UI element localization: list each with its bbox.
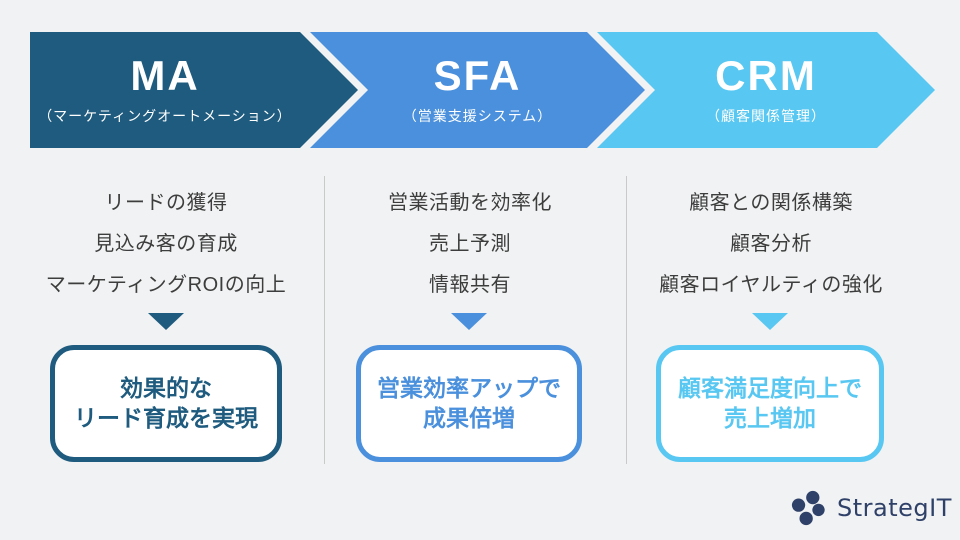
feature-item: マーケティングROIの向上 [45,274,287,296]
stage-subtitle-crm: （顧客関係管理） [706,107,826,124]
feature-item: 営業活動を効率化 [388,192,552,214]
down-triangle-icon [451,313,487,330]
logo-text: StrategIT [837,494,952,522]
feature-item: 顧客との関係構築 [689,192,853,214]
strategit-logo-icon [791,490,825,526]
stage-subtitle-sfa: （営業支援システム） [402,107,553,124]
column-divider-2 [626,176,627,464]
stage-subtitle-ma: （マーケティングオートメーション） [38,107,292,124]
down-triangle-icon [148,313,184,330]
outcome-box-crm: 顧客満足度向上で 売上増加 [656,345,884,462]
outcome-text-ma: 効果的な リード育成を実現 [74,374,258,431]
outcome-box-ma: 効果的な リード育成を実現 [50,345,282,462]
stage-arrow-ma: MA （マーケティングオートメーション） [30,32,358,148]
feature-list-sfa: 営業活動を効率化 売上予測 情報共有 [330,180,610,303]
stage-title-crm: CRM [715,52,817,100]
stage-title-ma: MA [130,52,200,100]
feature-item: リードの獲得 [104,192,228,214]
feature-list-ma: リードの獲得 見込み客の育成 マーケティングROIの向上 [26,180,306,303]
feature-item: 顧客ロイヤルティの強化 [659,274,883,296]
column-divider-1 [324,176,325,464]
feature-list-crm: 顧客との関係構築 顧客分析 顧客ロイヤルティの強化 [631,180,911,303]
outcome-box-sfa: 営業効率アップで 成果倍増 [356,345,582,462]
outcome-text-sfa: 営業効率アップで 成果倍増 [377,374,561,431]
feature-item: 見込み客の育成 [94,233,238,255]
logo: StrategIT [790,489,952,527]
stage-arrow-crm: CRM （顧客関係管理） [597,32,935,148]
outcome-text-crm: 顧客満足度向上で 売上増加 [678,374,862,431]
stage-title-sfa: SFA [433,52,522,100]
stage-arrow-sfa: SFA （営業支援システム） [310,32,645,148]
down-triangle-icon [752,313,788,330]
feature-item: 顧客分析 [730,233,812,255]
feature-item: 売上予測 [429,233,511,255]
feature-item: 情報共有 [429,274,511,296]
